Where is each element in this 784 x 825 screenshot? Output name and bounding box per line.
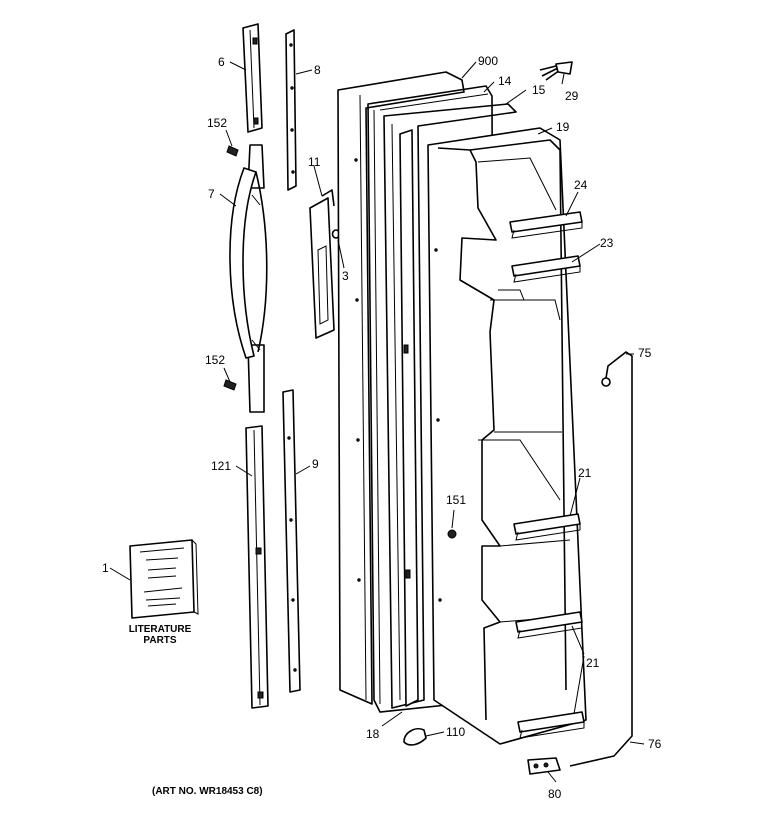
label-21-upper: 21 xyxy=(578,466,592,480)
label-23: 23 xyxy=(600,236,614,250)
part-1-literature xyxy=(129,539,199,619)
label-3: 3 xyxy=(342,269,349,283)
art-number: (ART NO. WR18453 C8) xyxy=(152,786,263,797)
part-21-shelf-rail-lower xyxy=(517,711,585,739)
part-19-door-liner xyxy=(427,127,587,745)
part-9-lower-strip xyxy=(282,389,301,693)
label-29: 29 xyxy=(565,89,579,103)
literature-caption-line1: LITERATURE xyxy=(129,624,192,635)
part-151-plug xyxy=(447,529,457,539)
label-19: 19 xyxy=(556,120,570,134)
label-1: 1 xyxy=(102,561,109,575)
label-9: 9 xyxy=(312,457,319,471)
label-14: 14 xyxy=(498,74,512,88)
label-15: 15 xyxy=(532,83,546,97)
part-900-door-shell xyxy=(337,71,465,705)
part-24-shelf-rail xyxy=(509,211,583,239)
label-152-lower: 152 xyxy=(205,353,225,367)
label-80: 80 xyxy=(548,787,562,801)
label-18: 18 xyxy=(366,727,380,741)
label-7: 7 xyxy=(208,187,215,201)
label-8: 8 xyxy=(314,63,321,77)
label-75: 75 xyxy=(638,346,652,360)
part-80-connector xyxy=(527,757,561,775)
part-11-bracket xyxy=(309,189,335,339)
part-21-shelf-rail-middle xyxy=(515,611,583,639)
part-7-handle xyxy=(229,144,268,413)
label-76: 76 xyxy=(648,737,662,751)
part-15-gasket-inner xyxy=(383,103,517,709)
part-21-shelf-rail-upper xyxy=(513,513,581,541)
label-152-upper: 152 xyxy=(207,116,227,130)
callout-labels: 6 8 152 7 11 3 152 121 9 1 900 14 15 29 … xyxy=(102,54,662,801)
leader-lines xyxy=(109,61,645,783)
part-75-heater-wire xyxy=(569,351,633,767)
label-121: 121 xyxy=(211,459,231,473)
part-23-shelf-rail xyxy=(511,255,581,283)
label-110: 110 xyxy=(446,725,465,739)
label-24: 24 xyxy=(574,178,588,192)
label-21-lower: 21 xyxy=(586,656,600,670)
label-11: 11 xyxy=(308,155,321,169)
part-18-breaker-strip xyxy=(399,129,419,707)
literature-caption-line2: PARTS xyxy=(143,635,176,646)
part-6-upper-trim xyxy=(242,23,263,133)
label-900: 900 xyxy=(478,54,498,68)
part-29-clip xyxy=(539,61,573,81)
label-151: 151 xyxy=(446,493,466,507)
part-121-lower-trim xyxy=(245,425,269,709)
part-110-cap xyxy=(403,727,427,746)
screw-152-upper xyxy=(226,145,239,157)
part-8-upper-strip xyxy=(285,29,297,191)
screw-152-lower xyxy=(223,379,237,391)
label-6: 6 xyxy=(218,55,225,69)
